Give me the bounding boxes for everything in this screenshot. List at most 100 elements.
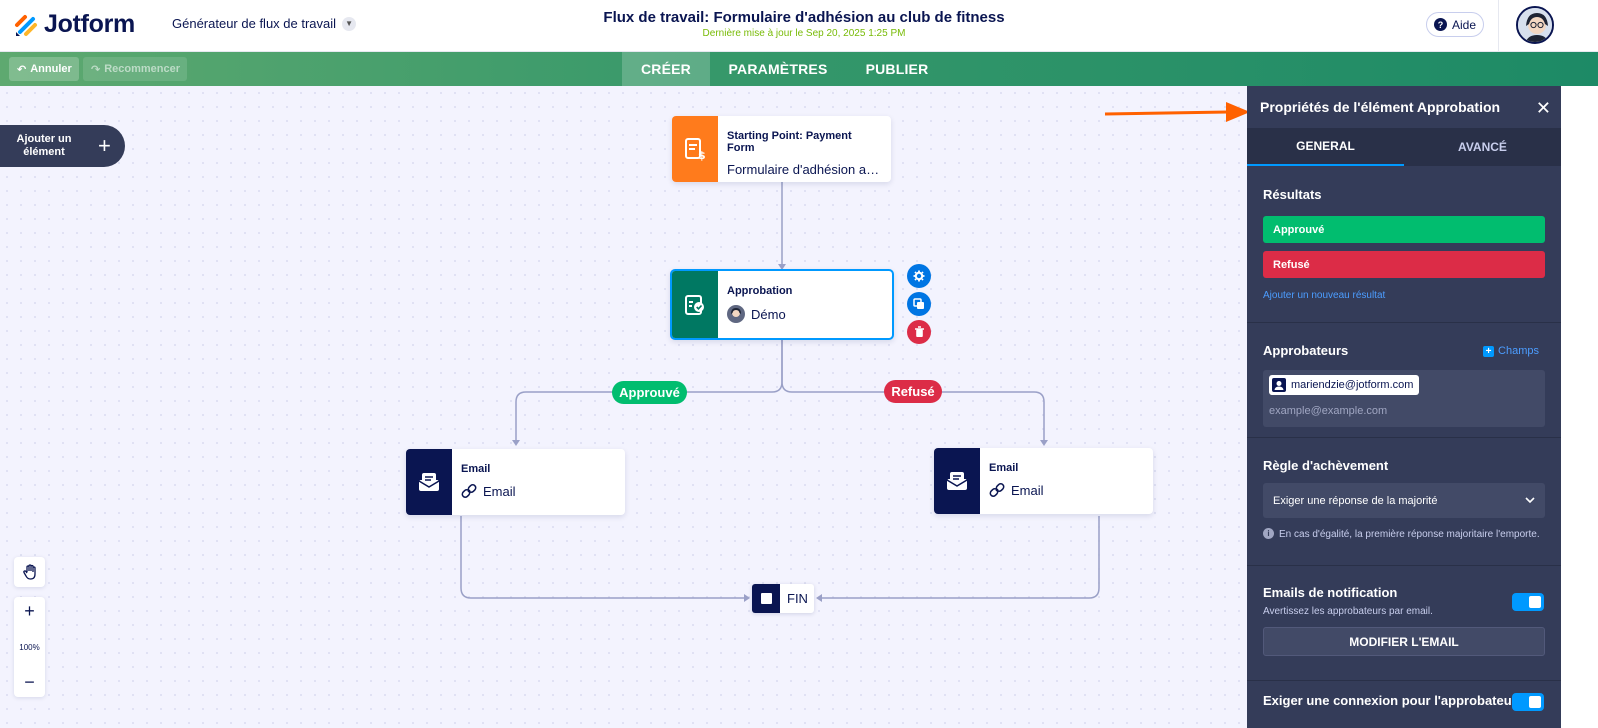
redo-button[interactable]: ↷ Recommencer <box>83 57 187 81</box>
envelope-icon <box>406 449 452 515</box>
node-settings-button[interactable] <box>907 264 931 288</box>
zoom-in-button[interactable]: + <box>24 601 35 621</box>
approvers-input[interactable]: mariendzie@jotform.com example@example.c… <box>1263 370 1545 427</box>
refused-branch-pill[interactable]: Refusé <box>884 380 942 403</box>
top-bar: Jotform Générateur de flux de travail ▼ … <box>0 0 1598 52</box>
annotation-arrow-icon <box>1104 102 1250 122</box>
last-update-text: Dernière mise à jour le Sep 20, 2025 1:2… <box>702 28 906 39</box>
notification-section: Emails de notification Avertissez les ap… <box>1247 566 1561 681</box>
node-duplicate-button[interactable] <box>907 292 931 316</box>
approval-node[interactable]: Approbation Démo <box>670 269 894 340</box>
zoom-controls: + 100% − <box>14 597 45 697</box>
completion-rule-section: Règle d'achèvement Exiger une réponse de… <box>1247 438 1561 566</box>
approval-node-subtitle: Démo <box>751 306 786 322</box>
email-node-left[interactable]: Email Email <box>406 449 625 515</box>
approver-email: mariendzie@jotform.com <box>1291 379 1414 391</box>
tab-avance[interactable]: AVANCÉ <box>1458 140 1507 154</box>
help-button[interactable]: ? Aide <box>1426 12 1484 37</box>
result-approved[interactable]: Approuvé <box>1263 216 1545 243</box>
trash-icon <box>914 326 924 337</box>
add-element-button[interactable]: Ajouter un élément + <box>0 125 125 167</box>
login-toggle[interactable] <box>1512 693 1544 711</box>
stop-icon <box>752 584 780 613</box>
gear-icon <box>913 270 925 282</box>
properties-panel: Propriétés de l'élément Approbation ✕ GE… <box>1247 86 1561 728</box>
approval-node-title: Approbation <box>727 285 793 297</box>
pan-tool-button[interactable] <box>14 557 45 587</box>
link-icon <box>989 483 1005 497</box>
hand-icon <box>22 564 36 580</box>
payment-form-icon: $ <box>672 116 718 182</box>
svg-text:$: $ <box>698 149 706 161</box>
email-node-left-subtitle: Email <box>483 483 516 499</box>
email-node-right[interactable]: Email Email <box>934 448 1153 514</box>
link-icon <box>461 484 477 498</box>
start-node[interactable]: $ Starting Point: Payment Form Formulair… <box>672 116 891 182</box>
chevron-down-icon <box>1525 497 1535 504</box>
avatar-illustration-icon <box>1518 8 1552 42</box>
email-node-right-title: Email <box>989 462 1019 474</box>
brand-name: Jotform <box>44 10 135 38</box>
completion-rule-select[interactable]: Exiger une réponse de la majorité <box>1263 483 1545 518</box>
fields-button[interactable]: + Champs <box>1483 345 1539 357</box>
approved-branch-pill[interactable]: Approuvé <box>612 381 687 404</box>
end-node-label: FIN <box>787 591 808 606</box>
tab-parametres[interactable]: PARAMÈTRES <box>728 61 828 77</box>
tab-general[interactable]: GENERAL <box>1247 128 1404 166</box>
question-icon: ? <box>1433 18 1447 31</box>
user-avatar[interactable] <box>1516 6 1554 44</box>
builder-selector[interactable]: Générateur de flux de travail ▼ <box>172 16 357 31</box>
edit-email-button[interactable]: MODIFIER L'EMAIL <box>1263 627 1545 656</box>
undo-label: Annuler <box>30 63 72 75</box>
close-icon[interactable]: ✕ <box>1535 98 1551 118</box>
info-icon: i <box>1263 528 1274 539</box>
panel-title: Propriétés de l'élément Approbation <box>1260 99 1501 115</box>
tab-creer[interactable]: CRÉER <box>622 52 710 86</box>
builder-name-label: Générateur de flux de travail <box>172 16 337 31</box>
envelope-icon <box>934 448 980 514</box>
chevron-down-icon: ▼ <box>342 16 357 31</box>
notify-description: Avertissez les approbateurs par email. <box>1263 606 1433 617</box>
help-label: Aide <box>1451 17 1477 32</box>
approver-chip[interactable]: mariendzie@jotform.com <box>1269 375 1420 395</box>
jotform-logo[interactable]: Jotform <box>14 10 135 39</box>
login-title: Exiger une connexion pour l'approbateur <box>1263 693 1517 708</box>
approvers-title: Approbateurs <box>1263 343 1349 358</box>
right-gutter <box>1561 86 1598 728</box>
panel-tabs: GENERAL AVANCÉ <box>1247 128 1561 166</box>
workflow-title[interactable]: Flux de travail: Formulaire d'adhésion a… <box>603 9 1005 26</box>
approvers-section: Approbateurs + Champs mariendzie@jotform… <box>1247 323 1561 438</box>
plus-square-icon: + <box>1483 345 1495 357</box>
builder-nav-bar: ↶ Annuler ↷ Recommencer CRÉER PARAMÈTRES… <box>0 52 1598 86</box>
connector-lines <box>460 182 1100 602</box>
zoom-out-button[interactable]: − <box>24 672 35 692</box>
approver-avatar-icon <box>727 305 745 323</box>
undo-button[interactable]: ↶ Annuler <box>9 57 79 81</box>
end-node[interactable]: FIN <box>752 584 814 613</box>
user-icon <box>1272 378 1286 392</box>
plus-icon: + <box>98 133 111 158</box>
rule-value: Exiger une réponse de la majorité <box>1273 494 1438 507</box>
add-element-label: Ajouter un élément <box>16 133 72 158</box>
rule-title: Règle d'achèvement <box>1263 458 1389 473</box>
result-refused[interactable]: Refusé <box>1263 251 1545 278</box>
redo-icon: ↷ <box>91 63 101 76</box>
notify-toggle[interactable] <box>1512 593 1544 611</box>
approval-icon <box>672 271 718 338</box>
workflow-title-area: Flux de travail: Formulaire d'adhésion a… <box>520 9 1088 39</box>
workflow-canvas[interactable] <box>0 86 1247 728</box>
start-node-title: Starting Point: Payment Form <box>727 130 852 154</box>
redo-label: Recommencer <box>104 63 181 75</box>
fields-label: Champs <box>1498 345 1539 357</box>
node-delete-button[interactable] <box>907 320 931 344</box>
add-result-link[interactable]: Ajouter un nouveau résultat <box>1263 290 1386 301</box>
login-section: Exiger une connexion pour l'approbateur <box>1247 681 1561 721</box>
jotform-logo-icon <box>15 14 37 36</box>
results-title: Résultats <box>1263 187 1322 202</box>
email-node-right-subtitle: Email <box>1011 482 1044 498</box>
tab-publier[interactable]: PUBLIER <box>865 61 929 77</box>
divider <box>1498 0 1499 52</box>
zoom-level: 100% <box>19 642 40 652</box>
start-node-subtitle: Formulaire d'adhésion au club de fitness <box>727 162 882 177</box>
notify-title: Emails de notification <box>1263 585 1398 600</box>
